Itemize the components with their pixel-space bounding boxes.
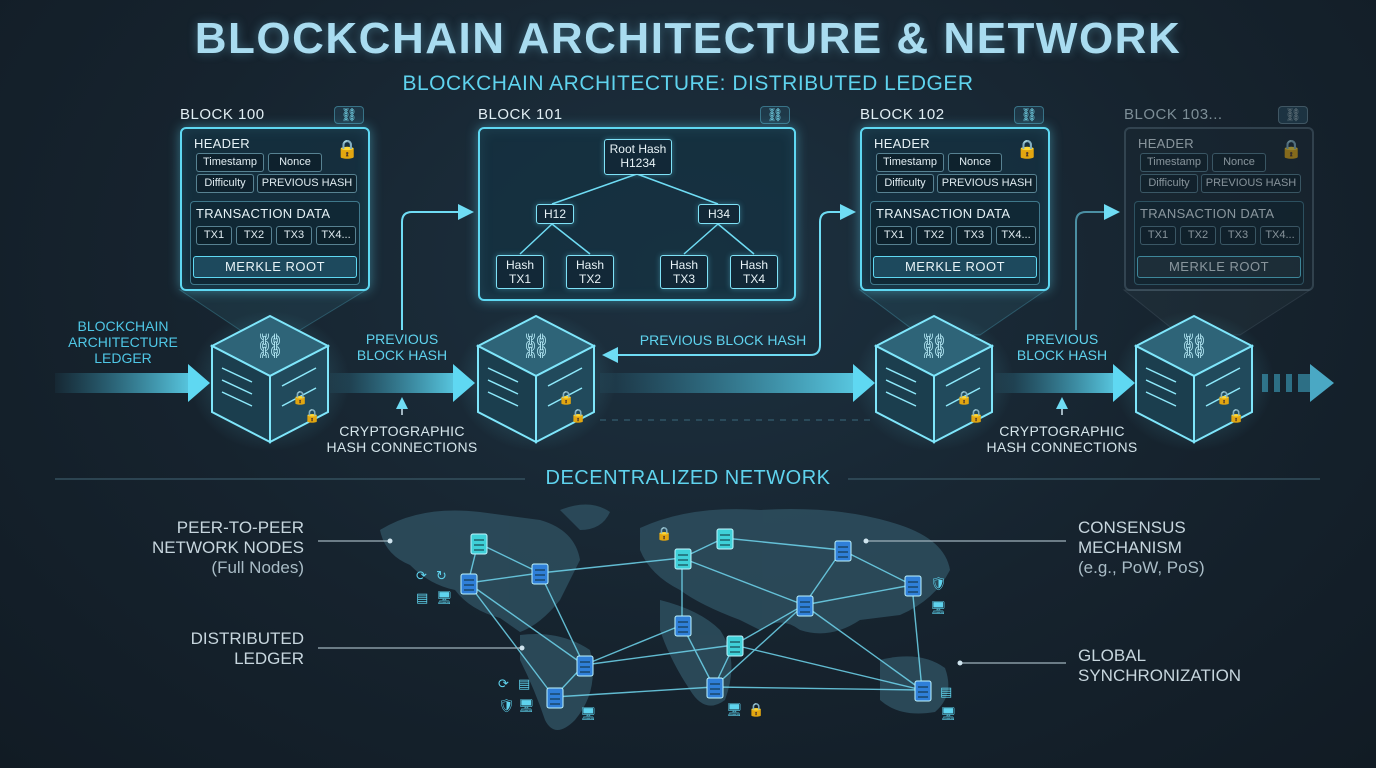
block-101-merkle-tree: Root Hash H1234 H12 H34 Hash TX1 Hash TX… bbox=[478, 127, 796, 301]
field-nonce: Nonce bbox=[948, 153, 1002, 172]
lock-icon: 🔒 bbox=[656, 526, 673, 541]
monitor-icon: 🖥 bbox=[580, 706, 597, 721]
shield-check-icon: 🛡 bbox=[498, 698, 515, 713]
page-subtitle: BLOCKCHAIN ARCHITECTURE: DISTRIBUTED LED… bbox=[402, 72, 974, 95]
leaf-hash-tx2: Hash TX2 bbox=[566, 255, 614, 289]
network-heading: DECENTRALIZED NETWORK bbox=[545, 467, 831, 489]
ledger-line: LEDGER bbox=[234, 649, 304, 668]
consensus-line: MECHANISM bbox=[1078, 538, 1182, 557]
hash-node-h12: H12 bbox=[536, 204, 574, 224]
page-title: BLOCKCHAIN ARCHITECTURE & NETWORK bbox=[194, 14, 1182, 63]
block-102-label: BLOCK 102 bbox=[860, 106, 945, 123]
monitor-icon: 🖥 bbox=[940, 706, 957, 721]
link-icon: ⛓ bbox=[334, 106, 364, 124]
hash-node-h34: H34 bbox=[698, 204, 740, 224]
tx-chip: TX4... bbox=[316, 226, 356, 245]
root-hash-node: Root Hash H1234 bbox=[604, 139, 672, 175]
link-icon: ⛓ bbox=[1014, 106, 1044, 124]
lock-icon: 🔒 bbox=[1280, 139, 1303, 159]
prev-hash-caption: PREVIOUS BLOCK HASH bbox=[639, 332, 807, 348]
lock-icon: 🔒 bbox=[336, 139, 359, 159]
field-difficulty: Difficulty bbox=[1140, 174, 1198, 193]
link-icon: ⛓ bbox=[760, 106, 790, 124]
merkle-root: MERKLE ROOT bbox=[1137, 256, 1301, 278]
p2p-line: PEER-TO-PEER bbox=[176, 518, 304, 537]
p2p-line: NETWORK NODES bbox=[151, 538, 304, 557]
block-102-panel: HEADER 🔒 Timestamp Nonce Difficulty PREV… bbox=[860, 127, 1050, 291]
field-difficulty: Difficulty bbox=[876, 174, 934, 193]
global-sync-label: GLOBAL SYNCHRONIZATION bbox=[1078, 646, 1318, 686]
block-101-label: BLOCK 101 bbox=[478, 106, 563, 123]
field-timestamp: Timestamp bbox=[196, 153, 264, 172]
sync-icon: ↻ bbox=[436, 568, 447, 583]
tx-chip: TX1 bbox=[196, 226, 232, 245]
link-icon: ⛓ bbox=[1278, 106, 1308, 124]
block-103-label: BLOCK 103... bbox=[1124, 106, 1223, 123]
tx-chip: TX4... bbox=[996, 226, 1036, 245]
leaf-hash-tx3: Hash TX3 bbox=[660, 255, 708, 289]
tx-chip: TX2 bbox=[236, 226, 272, 245]
field-previous-hash: PREVIOUS HASH bbox=[1201, 174, 1301, 193]
block-103-panel: HEADER 🔒 Timestamp Nonce Difficulty PREV… bbox=[1124, 127, 1314, 291]
field-nonce: Nonce bbox=[268, 153, 322, 172]
tx-chip: TX2 bbox=[1180, 226, 1216, 245]
field-nonce: Nonce bbox=[1212, 153, 1266, 172]
crypto-caption: CRYPTOGRAPHIC HASH CONNECTIONS bbox=[986, 423, 1138, 455]
prev-hash-caption: PREVIOUS BLOCK HASH bbox=[356, 331, 448, 363]
tx-chip: TX3 bbox=[1220, 226, 1256, 245]
tx-chip: TX1 bbox=[1140, 226, 1176, 245]
transaction-section: TRANSACTION DATA TX1 TX2 TX3 TX4... MERK… bbox=[190, 201, 360, 285]
lock-icon: 🔒 bbox=[1016, 139, 1039, 159]
tx-chip: TX2 bbox=[916, 226, 952, 245]
p2p-line: (Full Nodes) bbox=[211, 558, 304, 577]
ledger-caption: BLOCKCHAIN ARCHITECTURE LEDGER bbox=[68, 318, 178, 366]
server-icon: ▤ bbox=[416, 590, 429, 605]
server-icon: ▤ bbox=[940, 684, 953, 699]
sync-icon: ⟳ bbox=[416, 568, 427, 583]
transaction-section: TRANSACTION DATA TX1 TX2 TX3 TX4... MERK… bbox=[1134, 201, 1304, 285]
field-difficulty: Difficulty bbox=[196, 174, 254, 193]
transaction-section: TRANSACTION DATA TX1 TX2 TX3 TX4... MERK… bbox=[870, 201, 1040, 285]
header-title: HEADER bbox=[1138, 136, 1194, 151]
sync-line: GLOBAL bbox=[1078, 646, 1147, 665]
tx-chip: TX3 bbox=[276, 226, 312, 245]
sync-line: SYNCHRONIZATION bbox=[1078, 666, 1242, 685]
p2p-nodes-label: PEER-TO-PEER NETWORK NODES (Full Nodes) bbox=[110, 518, 304, 578]
monitor-icon: 🖥 bbox=[436, 590, 453, 605]
shield-check-icon: 🛡 bbox=[930, 576, 947, 591]
field-previous-hash: PREVIOUS HASH bbox=[937, 174, 1037, 193]
merkle-root: MERKLE ROOT bbox=[873, 256, 1037, 278]
tx-title: TRANSACTION DATA bbox=[876, 206, 1011, 221]
tx-chip: TX4... bbox=[1260, 226, 1300, 245]
block-100-panel: HEADER 🔒 Timestamp Nonce Difficulty PREV… bbox=[180, 127, 370, 291]
ledger-line: DISTRIBUTED bbox=[190, 629, 304, 648]
header-title: HEADER bbox=[874, 136, 930, 151]
field-previous-hash: PREVIOUS HASH bbox=[257, 174, 357, 193]
merkle-root: MERKLE ROOT bbox=[193, 256, 357, 278]
prev-hash-caption: PREVIOUS BLOCK HASH bbox=[1016, 331, 1108, 363]
tx-chip: TX3 bbox=[956, 226, 992, 245]
consensus-label: CONSENSUS MECHANISM (e.g., PoW, PoS) bbox=[1078, 518, 1318, 578]
consensus-line: CONSENSUS bbox=[1078, 518, 1186, 537]
field-timestamp: Timestamp bbox=[1140, 153, 1208, 172]
sync-icon: ⟳ bbox=[498, 676, 509, 691]
block-100-label: BLOCK 100 bbox=[180, 106, 265, 123]
distributed-ledger-label: DISTRIBUTED LEDGER bbox=[110, 629, 304, 669]
leaf-hash-tx1: Hash TX1 bbox=[496, 255, 544, 289]
monitor-icon: 🖥 bbox=[726, 702, 743, 717]
leaf-hash-tx4: Hash TX4 bbox=[730, 255, 778, 289]
lock-icon: 🔒 bbox=[748, 702, 765, 717]
crypto-caption: CRYPTOGRAPHIC HASH CONNECTIONS bbox=[326, 423, 478, 455]
consensus-line: (e.g., PoW, PoS) bbox=[1078, 558, 1205, 577]
tx-title: TRANSACTION DATA bbox=[1140, 206, 1275, 221]
tx-chip: TX1 bbox=[876, 226, 912, 245]
tx-title: TRANSACTION DATA bbox=[196, 206, 331, 221]
server-icon: ▤ bbox=[518, 676, 531, 691]
merkle-tree-edges bbox=[519, 173, 755, 255]
monitor-icon: 🖥 bbox=[930, 600, 947, 615]
header-title: HEADER bbox=[194, 136, 250, 151]
monitor-icon: 🖥 bbox=[518, 698, 535, 713]
field-timestamp: Timestamp bbox=[876, 153, 944, 172]
